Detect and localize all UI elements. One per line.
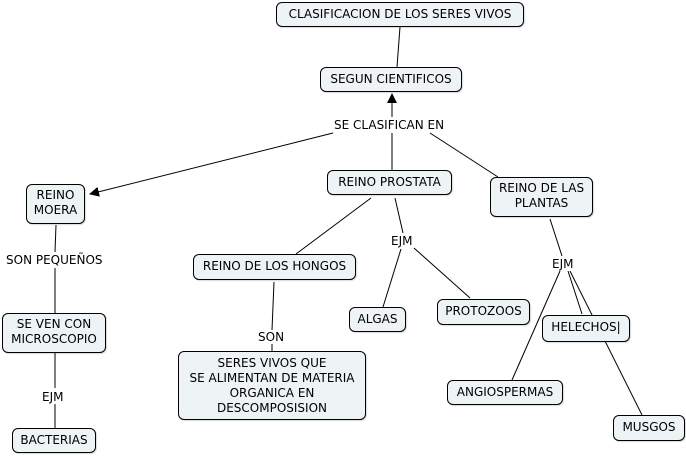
link-prostata-ejm: [394, 197, 404, 234]
link-label-se-clasifican-en: SE CLASIFICAN EN: [332, 118, 447, 132]
link-plantas-ejm: [549, 218, 563, 257]
concept-seres-vivos-descomposicion[interactable]: SERES VIVOS QUE SE ALIMENTAN DE MATERIA …: [178, 351, 366, 420]
concept-segun-cientificos[interactable]: SEGUN CIENTIFICOS: [320, 67, 462, 92]
concept-reino-prostata[interactable]: REINO PROSTATA: [327, 170, 452, 195]
link-ejm-protozoos: [413, 247, 471, 299]
concept-musgos[interactable]: MUSGOS: [613, 415, 685, 441]
link-label-son-hongos: SON: [256, 330, 287, 344]
concept-se-ven-con-microscopio[interactable]: SE VEN CON MICROSCOPIO: [2, 313, 106, 353]
link-hongos-son: [271, 281, 275, 331]
link-clasifican-plantas: [429, 132, 499, 178]
concept-helechos[interactable]: HELECHOS|: [542, 315, 630, 342]
concept-protozoos[interactable]: PROTOZOOS: [437, 299, 530, 325]
link-label-ejm-prostata: EJM: [389, 234, 415, 248]
concept-bacterias[interactable]: BACTERIAS: [12, 428, 96, 453]
link-prostata-hongos: [295, 197, 372, 255]
link-moera-sonpeq: [54, 224, 57, 253]
link-root-segun: [396, 26, 401, 68]
concept-angiospermas[interactable]: ANGIOSPERMAS: [447, 380, 563, 405]
link-ejm-helechos: [567, 270, 583, 315]
link-ejm-angiospermas: [511, 270, 561, 381]
concept-reino-moera[interactable]: REINO MOERA: [26, 184, 85, 224]
link-label-ejm-plantas: EJM: [550, 257, 576, 271]
concept-root[interactable]: CLASIFICACION DE LOS SERES VIVOS: [276, 2, 524, 27]
link-ejm-algas: [382, 248, 402, 308]
link-label-ejm-moera: EJM: [40, 390, 66, 404]
link-ejm-musgos: [569, 270, 643, 416]
concept-algas[interactable]: ALGAS: [349, 307, 406, 332]
concept-reino-plantas[interactable]: REINO DE LAS PLANTAS: [490, 177, 593, 217]
concept-reino-de-los-hongos[interactable]: REINO DE LOS HONGOS: [193, 254, 356, 280]
link-label-son-pequenos: SON PEQUEÑOS: [4, 253, 105, 267]
link-clasifican-moera: [89, 132, 334, 197]
